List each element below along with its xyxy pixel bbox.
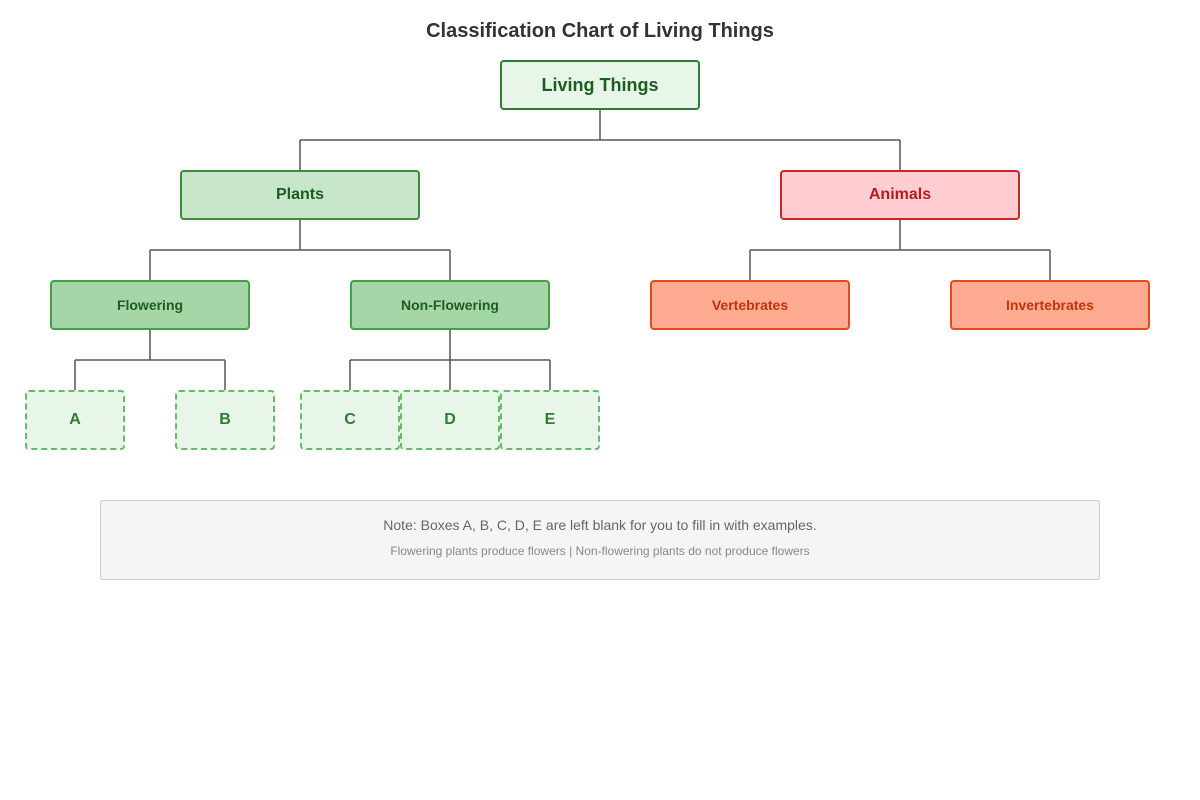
blank-box-e: E	[500, 390, 600, 450]
node-living-things: Living Things	[500, 60, 700, 110]
note-sub-text: Flowering plants produce flowers | Non-f…	[390, 544, 810, 558]
node-label: Flowering	[116, 297, 184, 313]
blank-box-d: D	[400, 390, 500, 450]
node-label: Living Things	[541, 74, 659, 95]
blank-box-label: A	[69, 411, 81, 428]
blank-box-label: D	[444, 411, 456, 428]
node-non-flowering: Non-Flowering	[350, 280, 550, 330]
node-label: Animals	[868, 186, 932, 203]
node-flowering: Flowering	[50, 280, 250, 330]
node-label: Vertebrates	[711, 297, 789, 313]
note-main-text: Note: Boxes A, B, C, D, E are left blank…	[383, 517, 817, 533]
connector-plants-to-subgroups	[149, 220, 451, 280]
node-label: Invertebrates	[1006, 297, 1094, 313]
blank-box-label: E	[544, 411, 556, 428]
connector-root-to-kingdoms	[299, 110, 901, 170]
node-invertebrates: Invertebrates	[950, 280, 1150, 330]
note-box: Note: Boxes A, B, C, D, E are left blank…	[100, 500, 1100, 580]
blank-box-c: C	[300, 390, 400, 450]
page-title: Classification Chart of Living Things	[426, 20, 774, 42]
connector-flowering-to-leaves	[74, 330, 226, 390]
blank-box-label: C	[344, 411, 356, 428]
node-label: Plants	[275, 186, 324, 203]
node-vertebrates: Vertebrates	[650, 280, 850, 330]
connector-nonflowering-to-leaves	[349, 330, 551, 390]
node-label: Non-Flowering	[401, 297, 499, 313]
blank-box-b: B	[175, 390, 275, 450]
connector-animals-to-subgroups	[749, 220, 1051, 280]
blank-box-label: B	[219, 411, 231, 428]
node-plants: Plants	[180, 170, 420, 220]
blank-box-a: A	[25, 390, 125, 450]
node-animals: Animals	[780, 170, 1020, 220]
